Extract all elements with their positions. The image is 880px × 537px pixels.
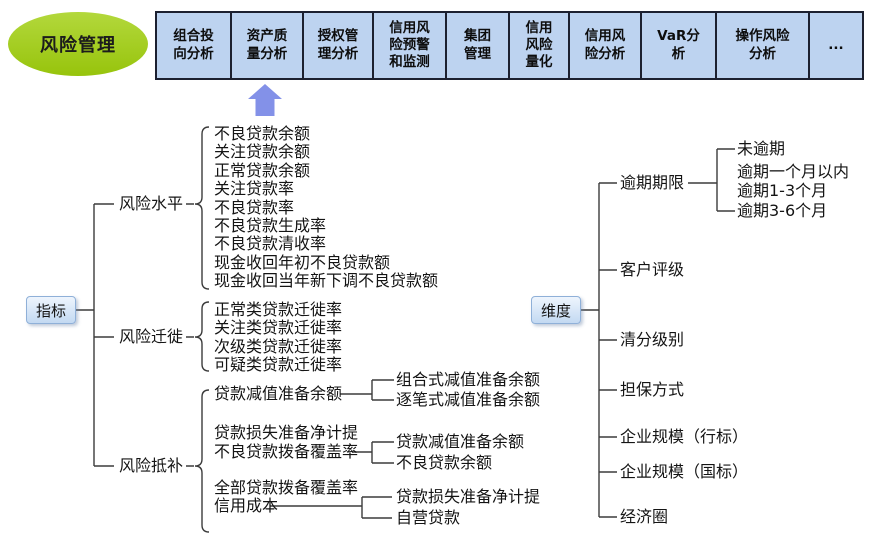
tree-item: 贷款减值准备余额 [214, 384, 343, 403]
indicator-root-node: 指标 [26, 296, 76, 324]
module-label: 信用风险预警和监测 [389, 19, 430, 71]
branch-label-customer-rating: 客户评级 [620, 260, 685, 279]
module-box-authorization-analysis: 授权管理分析 [302, 11, 374, 80]
module-label: 资产质量分析 [246, 28, 288, 62]
branch-label-enterprise-scale-industry: 企业规模（行标） [620, 427, 749, 446]
branch-label-clearing-level: 清分级别 [620, 330, 685, 349]
tree-item: 不良贷款率 [214, 197, 295, 217]
module-box-operational-risk-analysis: 操作风险分析 [715, 11, 810, 80]
tree-sub-item: 逾期一个月以内 [737, 162, 850, 181]
tree-item: 不良贷款拨备覆盖率 [214, 442, 359, 461]
provision-balance-bracket [340, 379, 394, 401]
tree-item: 关注贷款率 [214, 179, 295, 199]
module-box-asset-quality-analysis: 资产质量分析 [230, 11, 304, 80]
up-arrow-icon [248, 84, 282, 116]
indicator-root-label: 指标 [35, 301, 66, 320]
module-box-more: ... [808, 11, 864, 80]
tree-item: 全部贷款拨备覆盖率 [214, 478, 359, 497]
module-label: 操作风险分析 [735, 28, 790, 62]
tree-item: 不良贷款生成率 [214, 216, 327, 236]
tree-sub-item: 贷款减值准备余额 [396, 432, 525, 451]
tree-sub-item: 未逾期 [737, 139, 786, 158]
tree-item: 关注类贷款迁徙率 [214, 318, 343, 338]
branch-label-risk-migration: 风险迁徙 [119, 327, 184, 346]
tree-item: 可疑类贷款迁徙率 [214, 355, 343, 375]
risk-migration-brace [194, 301, 210, 372]
tree-sub-item: 逾期1-3个月 [737, 181, 828, 200]
indicator-tree-lines [76, 203, 194, 467]
module-label: ... [828, 36, 844, 53]
risk-migration-item-list: 正常类贷款迁徙率 关注类贷款迁徙率 次级类贷款迁徙率 可疑类贷款迁徙率 [214, 300, 343, 375]
module-label: VaR分析 [657, 28, 700, 62]
branch-label-economic-zone: 经济圈 [620, 507, 669, 526]
branch-label-enterprise-scale-national: 企业规模（国标） [620, 462, 749, 481]
root-ellipse: 风险管理 [8, 12, 148, 76]
module-box-credit-risk-quantification: 信用风险量化 [508, 11, 570, 80]
tree-sub-item: 不良贷款余额 [396, 453, 493, 472]
tree-sub-item: 自营贷款 [396, 508, 461, 527]
tree-item: 不良贷款清收率 [214, 234, 327, 254]
risk-compensation-brace [194, 389, 210, 533]
coverage-ratio-bracket [352, 441, 394, 464]
module-label: 信用风险分析 [584, 28, 626, 62]
dimension-root-label: 维度 [540, 301, 571, 320]
module-label: 集团管理 [464, 28, 491, 62]
branch-label-guarantee-type: 担保方式 [620, 380, 685, 399]
tree-item: 正常类贷款迁徙率 [214, 300, 343, 319]
tree-sub-item: 逾期3-6个月 [737, 201, 828, 220]
tree-item: 贷款损失准备净计提 [214, 423, 359, 442]
dimension-tree-lines [581, 182, 617, 518]
tree-sub-item: 组合式减值准备余额 [396, 370, 541, 389]
module-label: 组合投向分析 [173, 28, 214, 62]
root-ellipse-label: 风险管理 [40, 35, 116, 56]
credit-cost-bracket [270, 496, 392, 519]
tree-item: 不良贷款余额 [214, 124, 311, 143]
risk-level-item-list: 不良贷款余额 关注贷款余额 正常贷款余额 关注贷款率 不良贷款率 不良贷款生成率… [214, 124, 439, 291]
module-box-portfolio-analysis: 组合投向分析 [155, 11, 232, 80]
tree-item: 现金收回年初不良贷款额 [214, 252, 391, 272]
branch-label-overdue-term: 逾期期限 [620, 173, 685, 192]
module-box-group-management: 集团管理 [445, 11, 510, 80]
dimension-root-node: 维度 [531, 296, 581, 324]
risk-level-brace [194, 126, 210, 290]
module-label: 授权管理分析 [317, 28, 359, 62]
tree-sub-item: 逐笔式减值准备余额 [396, 390, 541, 409]
tree-item: 关注贷款余额 [214, 142, 311, 162]
tree-item: 正常贷款余额 [214, 160, 311, 180]
tree-item: 次级类贷款迁徙率 [214, 336, 343, 356]
module-label: 信用风险量化 [525, 19, 553, 71]
branch-label-risk-compensation: 风险抵补 [119, 456, 184, 475]
module-box-credit-risk-warning: 信用风险预警和监测 [372, 11, 447, 80]
branch-label-risk-level: 风险水平 [119, 194, 184, 213]
tree-item: 信用成本 [214, 496, 279, 515]
overdue-term-bracket [688, 148, 735, 212]
tree-item: 现金收回当年新下调不良贷款额 [214, 271, 439, 291]
tree-sub-item: 贷款损失准备净计提 [396, 487, 541, 506]
module-box-credit-risk-analysis: 信用风险分析 [568, 11, 642, 80]
module-box-var-analysis: VaR分析 [640, 11, 717, 80]
